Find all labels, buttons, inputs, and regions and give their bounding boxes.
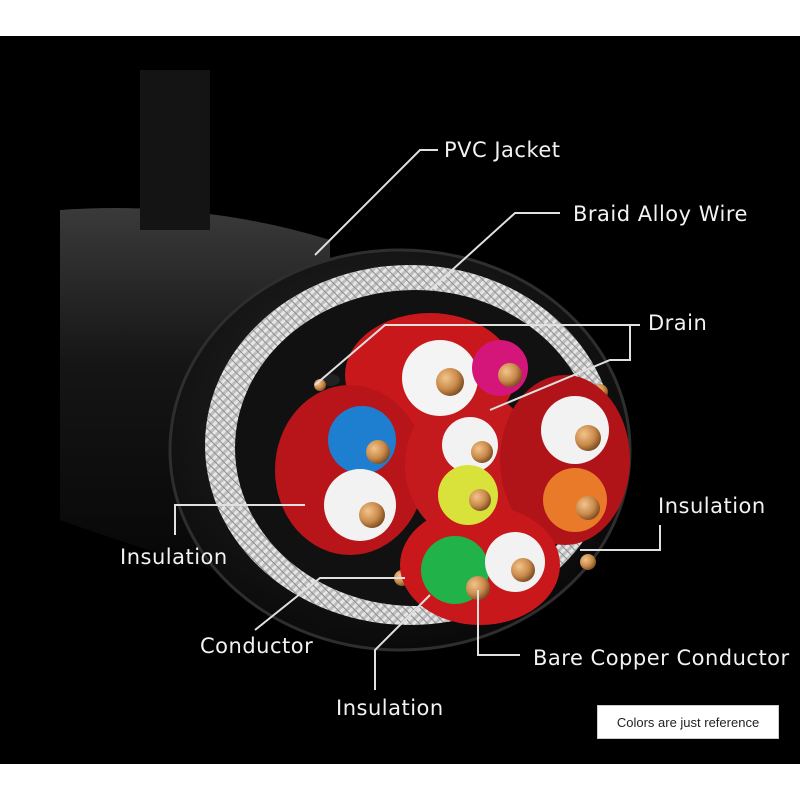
colors-disclaimer-note: Colors are just reference (597, 705, 779, 739)
label-drain: Drain (648, 311, 708, 335)
label-insulation-left: Insulation (120, 545, 228, 569)
bare-copper-leader (477, 590, 520, 656)
insulation-right-leader (580, 525, 661, 551)
label-braid-alloy-wire: Braid Alloy Wire (573, 202, 748, 226)
label-pvc-jacket: PVC Jacket (444, 138, 561, 162)
insulated-conductors (324, 340, 609, 604)
rear-cable-shadow (140, 70, 210, 230)
drain-leader-2 (489, 325, 631, 411)
conductor-leader (254, 577, 405, 631)
insulation-bottom-leader (374, 594, 431, 690)
insulation-left-leader (174, 504, 305, 535)
label-conductor: Conductor (200, 634, 314, 658)
drain-wire (580, 554, 596, 570)
label-insulation-bottom: Insulation (336, 696, 444, 720)
drain-leader-1 (314, 324, 640, 386)
braid-leader (429, 212, 560, 291)
pvc-jacket-leader (314, 149, 438, 256)
label-insulation-right: Insulation (658, 494, 766, 518)
leader-lines (174, 149, 661, 690)
label-bare-copper-conductor: Bare Copper Conductor (533, 646, 790, 670)
